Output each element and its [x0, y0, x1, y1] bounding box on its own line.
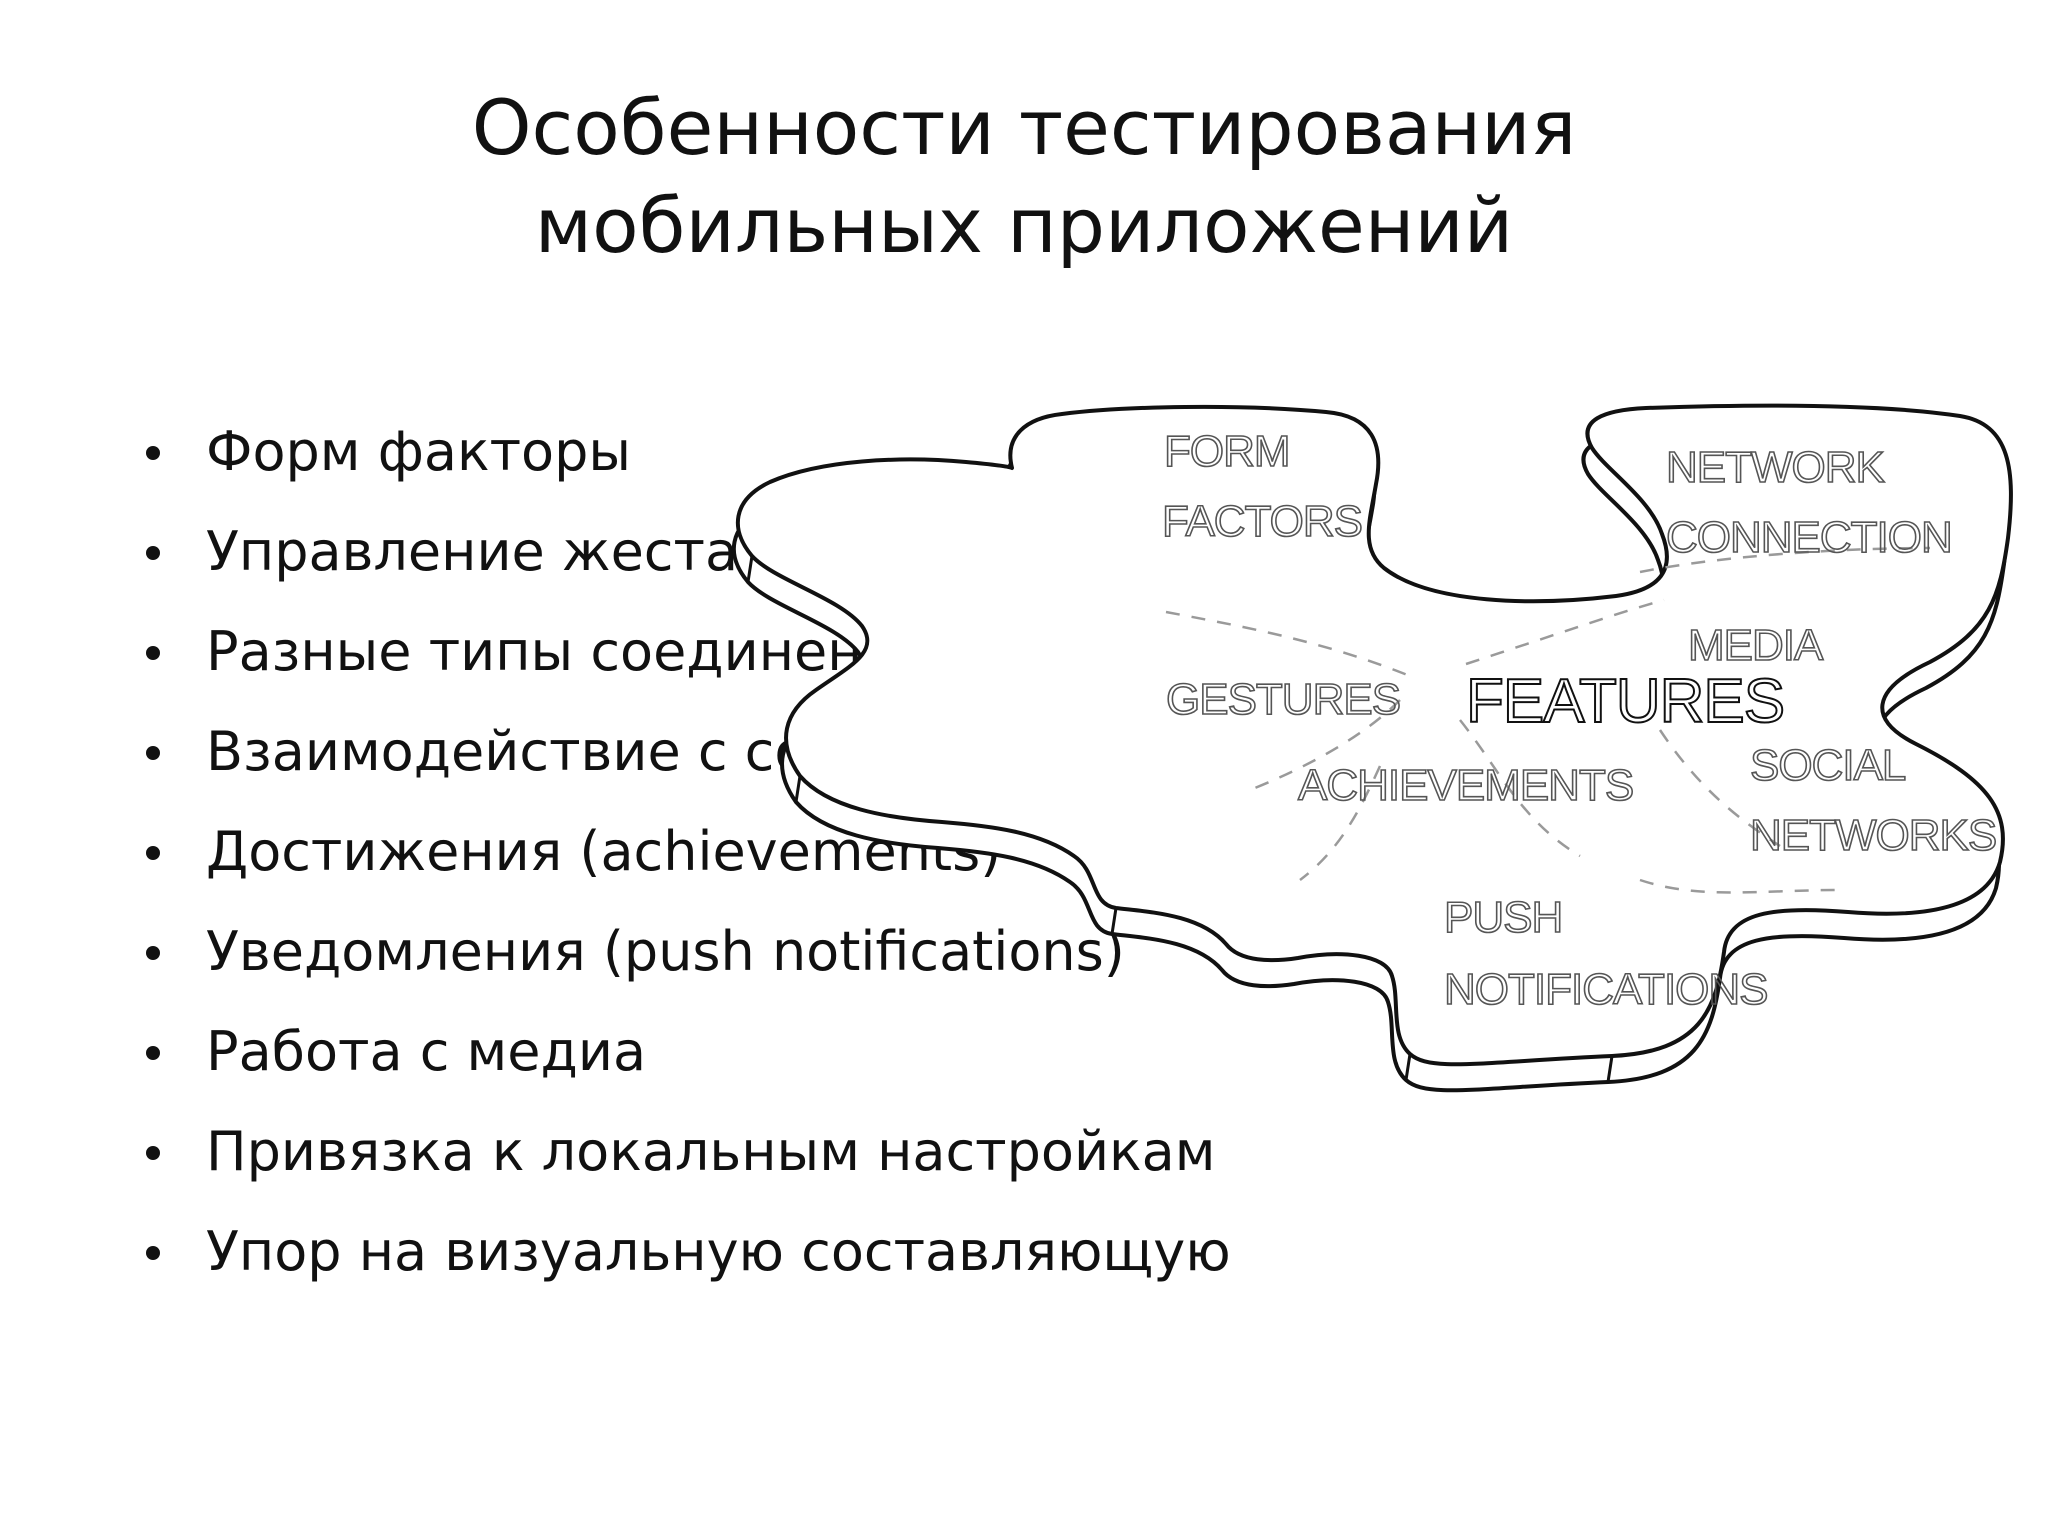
region-dividers	[1165, 546, 1931, 894]
bullet-dot	[146, 746, 160, 760]
label-network-connection-2: CONNECTION	[1666, 513, 1952, 562]
label-features: FEATURES	[1466, 667, 1784, 736]
title-line-1: Особенности тестирования	[471, 82, 1577, 172]
label-media: MEDIA	[1688, 621, 1824, 670]
list-item: Разные типы соединения	[140, 602, 1231, 702]
bullet-dot	[146, 1046, 160, 1060]
list-item: Взаимодействие с соц. сетями	[140, 702, 1231, 802]
bullet-dot	[146, 1246, 160, 1260]
list-item: Форм факторы	[140, 402, 1231, 502]
list-item-text: Уведомления (push notifications)	[206, 920, 1125, 983]
title-line-2: мобильных приложений	[534, 180, 1514, 270]
bullet-dot	[146, 546, 160, 560]
bullet-dot	[146, 946, 160, 960]
label-social-networks-2: NETWORKS	[1750, 811, 1996, 860]
list-item: Работа с медиа	[140, 1002, 1231, 1102]
list-item-text: Привязка к локальным настройкам	[206, 1120, 1216, 1183]
bullet-dot	[146, 846, 160, 860]
list-item-text: Упор на визуальную составляющую	[206, 1220, 1231, 1283]
list-item-text: Форм факторы	[206, 420, 631, 483]
list-item-text: Разные типы соединения	[206, 620, 931, 683]
bullet-dot	[146, 446, 160, 460]
list-item-text: Достижения (achievements)	[206, 820, 1002, 883]
bullet-dot	[146, 646, 160, 660]
list-item-text: Взаимодействие с соц. сетями	[206, 720, 1082, 783]
label-push-notifications-2: NOTIFICATIONS	[1444, 965, 1768, 1014]
label-achievements: ACHIEVEMENTS	[1298, 761, 1633, 810]
label-network-connection-1: NETWORK	[1666, 443, 1885, 492]
list-item: Достижения (achievements)	[140, 802, 1231, 902]
label-social-networks-1: SOCIAL	[1750, 741, 1906, 790]
bullet-dot	[146, 1146, 160, 1160]
list-item: Управление жестами	[140, 502, 1231, 602]
feature-list: Форм факторы Управление жестами Разные т…	[140, 402, 1231, 1302]
list-item: Уведомления (push notifications)	[140, 902, 1231, 1002]
list-item: Упор на визуальную составляющую	[140, 1202, 1231, 1302]
list-item-text: Управление жестами	[206, 520, 814, 583]
list-item-text: Работа с медиа	[206, 1020, 647, 1083]
label-push-notifications-1: PUSH	[1444, 893, 1562, 942]
list-item: Привязка к локальным настройкам	[140, 1102, 1231, 1202]
slide-title: Особенности тестирования мобильных прило…	[0, 79, 2048, 275]
